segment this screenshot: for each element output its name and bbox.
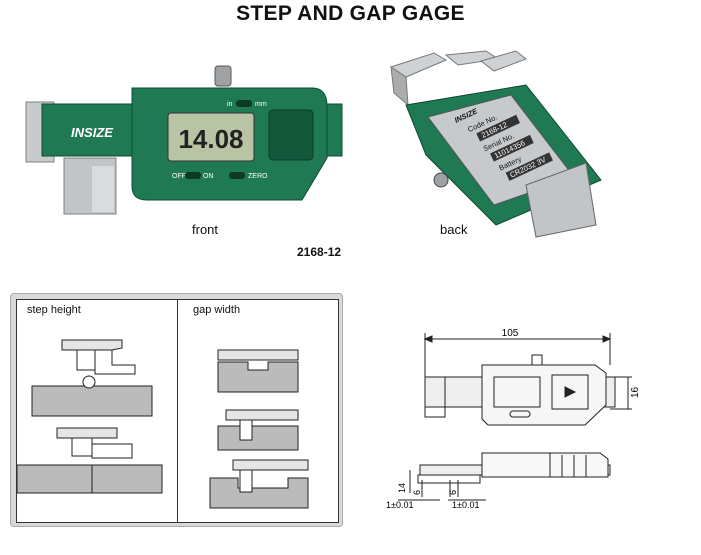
usage-divider bbox=[177, 300, 178, 522]
unit-mm-label: mm bbox=[255, 101, 267, 108]
tip-width-left-value: 6 bbox=[412, 490, 422, 495]
back-label-text: INSIZE Code No. 2168-12 Serial No. 11014… bbox=[453, 106, 553, 181]
height-dim-value: 16 bbox=[630, 386, 641, 398]
tolerance-right-value: 1±0.01 bbox=[452, 500, 479, 510]
unit-button bbox=[236, 100, 252, 107]
front-caption: front bbox=[192, 222, 219, 237]
zero-button-panel bbox=[268, 109, 314, 161]
back-caption: back bbox=[440, 222, 468, 237]
gap-width-title: gap width bbox=[193, 304, 241, 316]
tip-height-value: 14 bbox=[397, 483, 407, 493]
off-label: OFF bbox=[172, 173, 186, 180]
back-view-illustration: INSIZE Code No. 2168-12 Serial No. 11014… bbox=[389, 50, 602, 238]
step-height-title: step height bbox=[27, 304, 81, 316]
model-number: 2168-12 bbox=[297, 245, 342, 259]
tolerance-left-value: 1±0.01 bbox=[386, 500, 413, 510]
step-height-diagrams bbox=[17, 339, 163, 494]
page-title: STEP AND GAP GAGE bbox=[236, 2, 465, 25]
zero-label: ZERO bbox=[248, 173, 268, 180]
zero-button bbox=[229, 172, 245, 179]
gap-width-diagrams bbox=[209, 349, 309, 509]
unit-in-label: in bbox=[227, 101, 233, 108]
front-view-illustration: 14.08 INSIZE in mm OFF ON ZERO bbox=[25, 65, 343, 215]
back-knob bbox=[433, 172, 449, 188]
usage-panel: step height gap width bbox=[10, 293, 343, 527]
length-dim-value: 105 bbox=[502, 328, 519, 339]
brand-logo: INSIZE bbox=[71, 125, 113, 140]
on-label: ON bbox=[203, 173, 214, 180]
lcd-display bbox=[167, 112, 255, 162]
thumb-knob bbox=[214, 65, 232, 87]
lcd-reading: 14.08 bbox=[178, 124, 243, 154]
tip-width-right-value: 6 bbox=[448, 490, 458, 495]
dimension-drawing: 105 16 14 6 6 1±0.01 1±0.01 bbox=[386, 328, 641, 510]
power-button bbox=[185, 172, 201, 179]
